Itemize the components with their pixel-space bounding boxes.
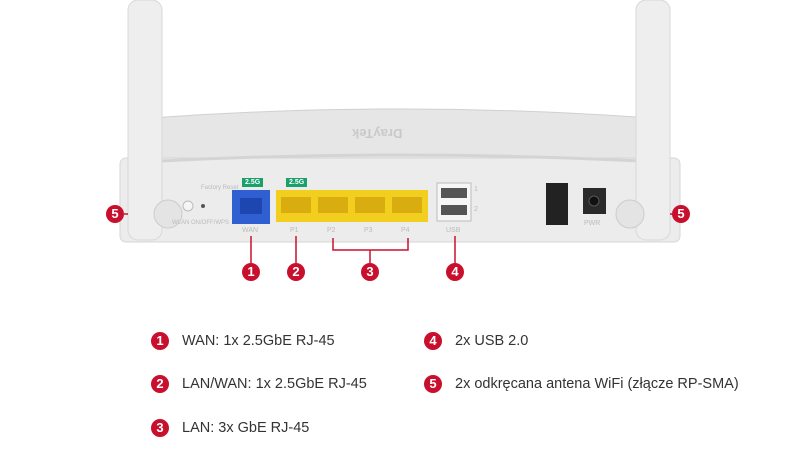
legend-item-3: LAN: 3x GbE RJ-45 [182,420,310,436]
factory-reset-label: Factory Reset [201,185,239,191]
marker-2: 2 [287,263,305,281]
power-switch [546,183,568,225]
speed-badge-p1: 2.5G [286,178,308,187]
marker-1: 1 [242,263,260,281]
p3-label: P3 [364,227,373,234]
marker-5-right: 5 [672,205,690,223]
legend-item-5: 2x odkręcana antena WiFi (złącze RP-SMA) [455,376,739,392]
usb1-label: 1 [474,186,478,193]
usb2-label: 2 [474,206,478,213]
pwr-label: PWR [584,220,601,227]
antenna-right [615,0,671,241]
p4-label: P4 [401,227,410,234]
legend-marker-3: 3 [151,419,169,437]
wlan-label: WLAN ON/OFF/WPS [172,220,229,226]
legend-marker-2: 2 [151,375,169,393]
wlan-button [182,200,194,212]
p2-label: P2 [327,227,336,234]
marker-4: 4 [446,263,464,281]
wan-label: WAN [242,227,259,234]
antenna-left [127,0,183,241]
legend-marker-5: 5 [424,375,442,393]
legend-item-2: LAN/WAN: 1x 2.5GbE RJ-45 [182,376,367,392]
p1-label: P1 [290,227,299,234]
marker-5-left: 5 [106,205,124,223]
usb-label: USB [446,227,461,234]
factory-reset-hole [201,204,205,208]
marker-3: 3 [361,263,379,281]
speed-badge-wan: 2.5G [242,178,264,187]
legend-marker-4: 4 [424,332,442,350]
callout-lines [124,213,674,263]
legend-item-1: WAN: 1x 2.5GbE RJ-45 [182,333,335,349]
brand-logo: DrayTek [352,126,403,141]
legend-item-4: 2x USB 2.0 [455,333,529,349]
legend-marker-1: 1 [151,332,169,350]
